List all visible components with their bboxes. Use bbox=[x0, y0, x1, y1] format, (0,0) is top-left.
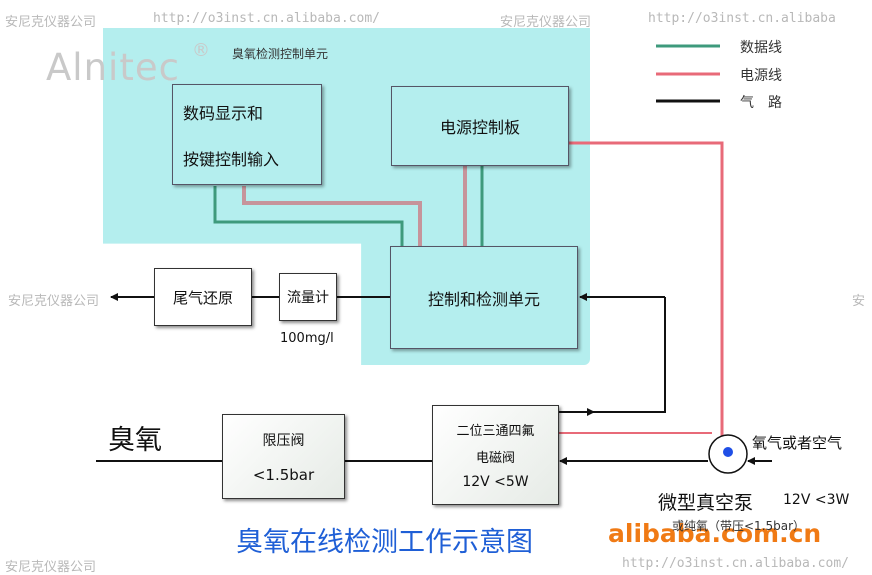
watermark-company: 安尼克仪器公司 bbox=[5, 560, 97, 575]
power-control-board: 电源控制板 bbox=[391, 86, 569, 166]
legend-power-label: 电源线 bbox=[740, 68, 782, 84]
control-detection-unit-label: 控制和检测单元 bbox=[427, 289, 540, 309]
pressure-relief-valve: 限压阀 <1.5bar bbox=[222, 414, 345, 499]
panel-title: 臭氧检测控制单元 bbox=[232, 47, 329, 61]
ozone-label: 臭氧 bbox=[108, 425, 162, 456]
solenoid-valve-line1: 二位三通四氟 bbox=[456, 424, 535, 439]
flowmeter-value: 100mg/l bbox=[280, 331, 334, 346]
pump-note: 或纯氧（带压<1.5bar） bbox=[672, 519, 806, 533]
relief-valve-value: <1.5bar bbox=[252, 465, 315, 484]
footer-title: 臭氧在线检测工作示意图 bbox=[236, 527, 533, 558]
watermark-alibaba: alibaba.com.cn bbox=[608, 519, 822, 548]
display-keypad-line2: 按键控制输入 bbox=[183, 149, 280, 169]
pump-label: 微型真空泵 bbox=[658, 492, 754, 514]
watermark-company: 安尼克仪器公司 bbox=[500, 15, 592, 30]
solenoid-valve-line3: 12V <5W bbox=[462, 474, 529, 490]
watermark-logo: Alnitec bbox=[46, 46, 180, 89]
power-control-board-label: 电源控制板 bbox=[439, 118, 520, 137]
watermark-url: http://o3inst.cn.alibaba.com/ bbox=[153, 11, 380, 26]
pump-center-dot bbox=[723, 447, 733, 457]
solenoid-valve-line2: 电磁阀 bbox=[475, 451, 515, 466]
watermark-url: http://o3inst.cn.alibaba.com/ bbox=[622, 556, 849, 571]
watermark-side: 安 bbox=[852, 294, 866, 309]
watermark-company: 安尼克仪器公司 bbox=[8, 294, 100, 309]
watermark-registered: ® bbox=[192, 40, 210, 61]
legend-gas-label: 气 路 bbox=[740, 95, 782, 111]
control-detection-unit: 控制和检测单元 bbox=[390, 246, 578, 349]
tail-gas-reduction-label: 尾气还原 bbox=[172, 288, 233, 307]
relief-valve-label: 限压阀 bbox=[262, 432, 305, 449]
watermark-company: 安尼克仪器公司 bbox=[5, 15, 97, 30]
solenoid-valve: 二位三通四氟 电磁阀 12V <5W bbox=[432, 405, 559, 505]
data-line-display bbox=[213, 186, 404, 246]
flowmeter-label: 流量计 bbox=[287, 290, 329, 306]
tail-gas-reduction-box: 尾气还原 bbox=[154, 268, 252, 326]
display-keypad-box: 数码显示和 按键控制输入 bbox=[172, 84, 322, 185]
power-line-display bbox=[242, 186, 422, 246]
display-keypad-line1: 数码显示和 bbox=[183, 103, 264, 123]
power-line-pump bbox=[568, 141, 724, 440]
watermark-url: http://o3inst.cn.alibaba bbox=[648, 11, 836, 26]
pump-spec: 12V <3W bbox=[783, 492, 850, 508]
flowmeter-box: 流量计 bbox=[279, 273, 337, 321]
legend-data-label: 数据线 bbox=[740, 40, 782, 56]
oxygen-air-label: 氧气或者空气 bbox=[752, 434, 843, 452]
